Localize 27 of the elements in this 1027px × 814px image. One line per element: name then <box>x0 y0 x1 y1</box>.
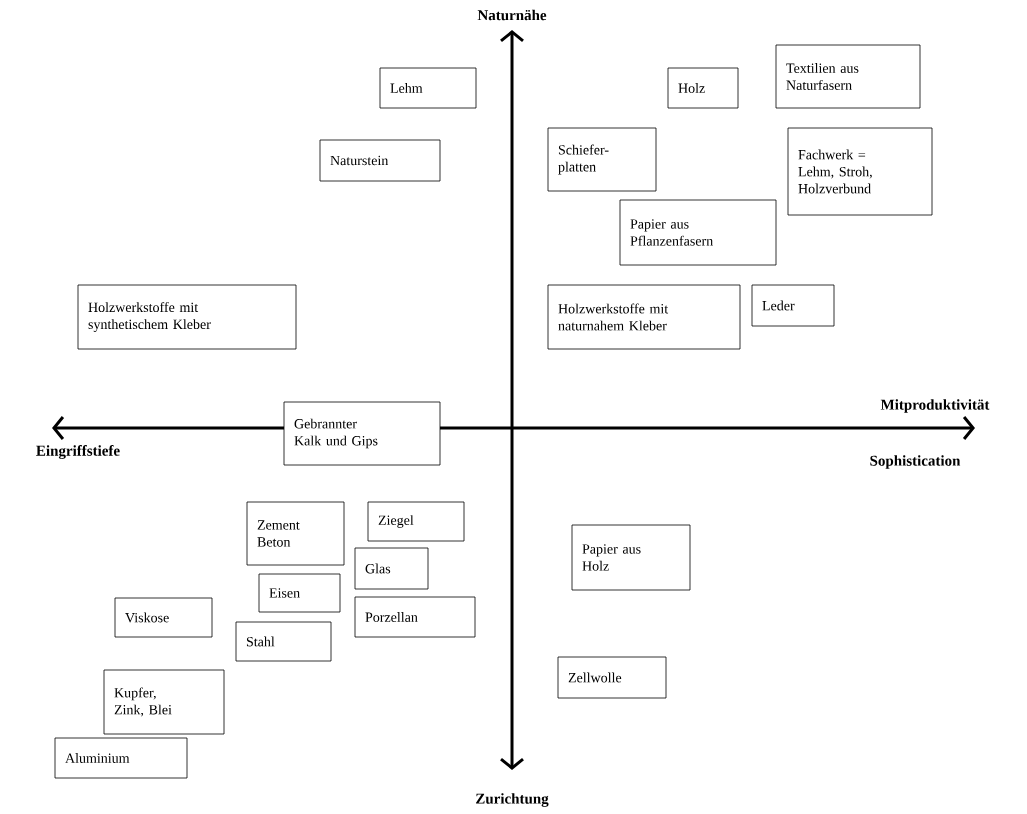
material-box: Textilien aus Naturfasern <box>775 44 921 109</box>
material-box: Zement Beton <box>246 501 345 566</box>
axis-label: Mitproduktivität <box>880 399 990 413</box>
material-box: Schiefer- platten <box>547 127 657 192</box>
material-box: Aluminium <box>54 737 188 779</box>
material-box: Fachwerk = Lehm, Stroh, Holzverbund <box>787 127 933 216</box>
material-box: Eisen <box>258 573 341 613</box>
material-box: Viskose <box>114 597 213 638</box>
axis-label: Eingriffstiefe <box>36 445 120 459</box>
material-box: Lehm <box>379 67 477 109</box>
material-box: Holzwerkstoffe mit naturnahem Kleber <box>547 284 741 350</box>
material-box: Leder <box>751 284 835 327</box>
material-box: Papier aus Holz <box>571 524 691 591</box>
axis-label: Zurichtung <box>476 793 549 807</box>
material-box: Zellwolle <box>557 656 667 699</box>
material-box: Porzellan <box>354 596 476 638</box>
material-box: Stahl <box>235 621 332 662</box>
material-box: Glas <box>354 547 429 590</box>
axis-label: Naturnähe <box>477 9 547 21</box>
material-box: Ziegel <box>367 501 465 542</box>
axis-label: Sophistication <box>870 455 961 469</box>
material-box: Gebrannter Kalk und Gips <box>283 401 441 466</box>
material-box: Papier aus Pflanzenfasern <box>619 199 777 266</box>
material-box: Kupfer, Zink, Blei <box>103 669 225 735</box>
material-box: Naturstein <box>319 139 441 182</box>
material-box: Holz <box>667 67 739 109</box>
material-box: Holzwerkstoffe mit synthetischem Kleber <box>77 284 297 350</box>
